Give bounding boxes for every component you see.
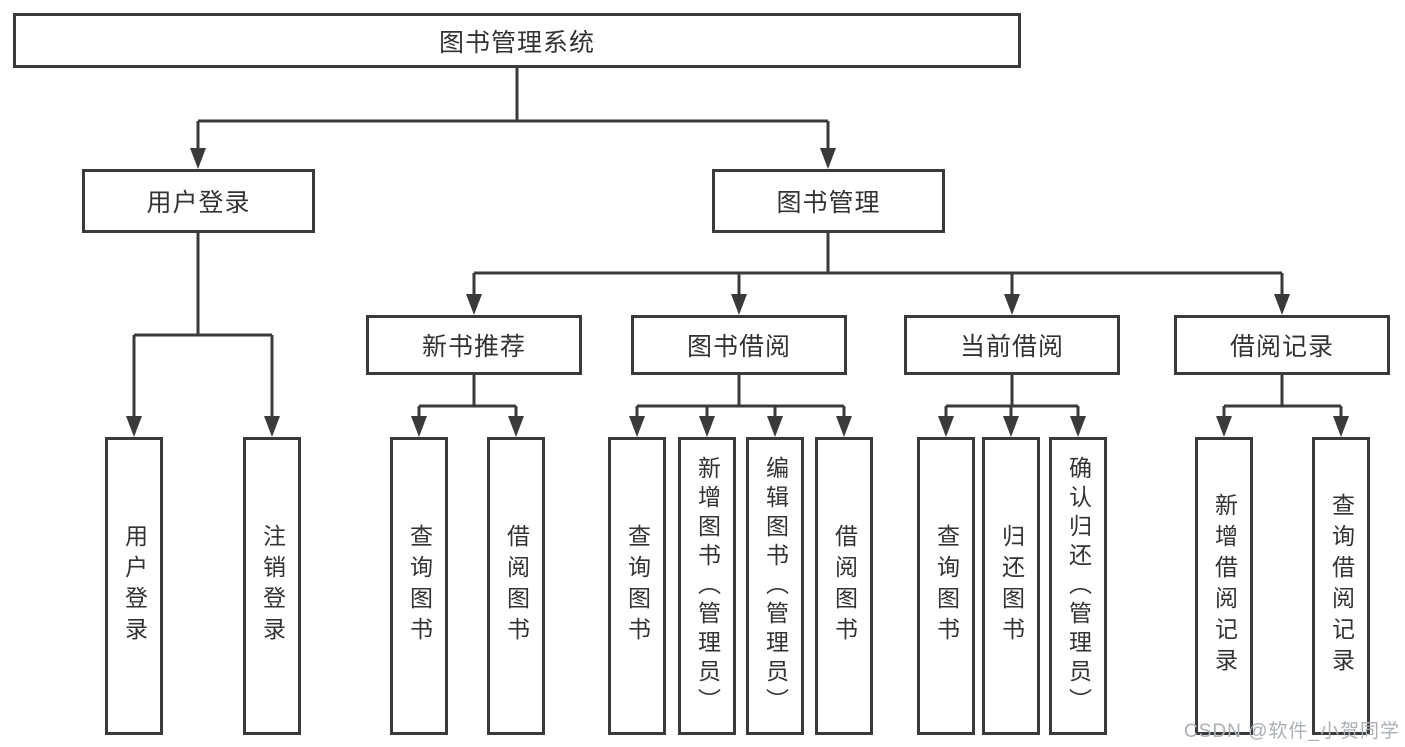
node-user-login-label: 用户登录 bbox=[146, 189, 251, 217]
node-current-borrowing: 当前借阅 bbox=[904, 315, 1120, 375]
leaf-query-borrow-record: 查询借阅记录 bbox=[1312, 437, 1370, 735]
leaf-borrow-books-2-label: 借阅图书 bbox=[831, 524, 858, 648]
leaf-return-book-label: 归还图书 bbox=[998, 524, 1025, 648]
leaf-return-book: 归还图书 bbox=[982, 437, 1040, 735]
leaf-query-books-2-label: 查询图书 bbox=[624, 524, 651, 648]
leaf-query-borrow-record-label: 查询借阅记录 bbox=[1328, 493, 1355, 679]
node-book-borrowing: 图书借阅 bbox=[631, 315, 847, 375]
leaf-query-books-1: 查询图书 bbox=[390, 437, 448, 735]
leaf-logout-label: 注销登录 bbox=[259, 524, 286, 648]
leaf-borrow-books-1-label: 借阅图书 bbox=[503, 524, 530, 648]
leaf-add-book-admin: 新增图书（管理员） bbox=[678, 437, 736, 735]
leaf-borrow-books-1: 借阅图书 bbox=[487, 437, 545, 735]
leaf-query-books-3: 查询图书 bbox=[917, 437, 975, 735]
leaf-logout: 注销登录 bbox=[243, 437, 301, 735]
node-borrow-records-label: 借阅记录 bbox=[1229, 333, 1334, 361]
leaf-user-login-label: 用户登录 bbox=[121, 524, 148, 648]
node-user-login: 用户登录 bbox=[82, 169, 315, 233]
leaf-confirm-return-admin: 确认归还（管理员） bbox=[1049, 437, 1107, 735]
leaf-add-borrow-record: 新增借阅记录 bbox=[1195, 437, 1253, 735]
leaf-query-books-3-label: 查询图书 bbox=[933, 524, 960, 648]
leaf-query-books-1-label: 查询图书 bbox=[406, 524, 433, 648]
node-book-management-label: 图书管理 bbox=[776, 189, 881, 217]
leaf-edit-book-admin: 编辑图书（管理员） bbox=[746, 437, 804, 735]
node-book-borrowing-label: 图书借阅 bbox=[686, 333, 791, 361]
node-book-management: 图书管理 bbox=[712, 169, 945, 233]
leaf-user-login: 用户登录 bbox=[105, 437, 163, 735]
node-new-book-recommend: 新书推荐 bbox=[366, 315, 582, 375]
leaf-edit-book-admin-label: 编辑图书（管理员） bbox=[762, 455, 789, 717]
node-root-label: 图书管理系统 bbox=[438, 28, 595, 57]
leaf-borrow-books-2: 借阅图书 bbox=[815, 437, 873, 735]
node-borrow-records: 借阅记录 bbox=[1174, 315, 1390, 375]
node-new-book-recommend-label: 新书推荐 bbox=[421, 333, 526, 361]
node-root: 图书管理系统 bbox=[13, 13, 1021, 68]
leaf-add-borrow-record-label: 新增借阅记录 bbox=[1211, 493, 1238, 679]
leaf-confirm-return-admin-label: 确认归还（管理员） bbox=[1065, 455, 1092, 717]
node-current-borrowing-label: 当前借阅 bbox=[959, 333, 1064, 361]
leaf-add-book-admin-label: 新增图书（管理员） bbox=[694, 455, 721, 717]
leaf-query-books-2: 查询图书 bbox=[608, 437, 666, 735]
csdn-watermark: CSDN @软件_小贺同学 bbox=[1184, 721, 1400, 742]
